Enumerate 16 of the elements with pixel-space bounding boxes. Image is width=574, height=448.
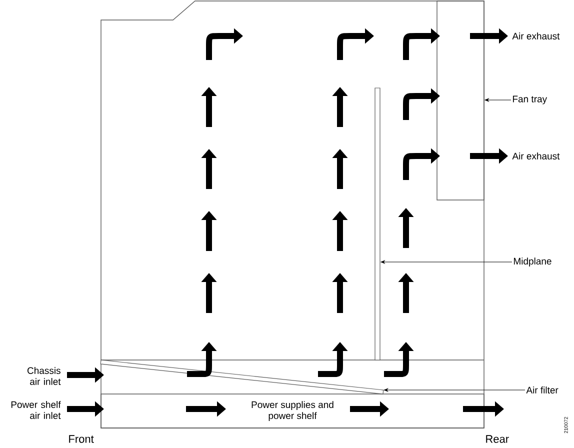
inlet-label: Power shelf air inlet [11, 401, 61, 419]
inlet-label: Chassis air inlet [28, 367, 61, 385]
side-label: Front [69, 435, 94, 443]
fan-tray-box [436, 0, 484, 200]
leader-text: Midplane [514, 258, 552, 266]
exhaust-label: Air exhaust [512, 152, 560, 160]
leader-line [380, 260, 512, 264]
midplane-bar [374, 88, 380, 360]
leader-text: Fan tray [512, 96, 548, 104]
air-filter-bar [100, 360, 384, 394]
power-shelf-box: Power supplies and power shelf [100, 394, 484, 428]
leader-line [484, 98, 512, 102]
side-label: Rear [486, 435, 509, 443]
leader-text: Air filter [526, 386, 558, 394]
leader-line [384, 388, 526, 392]
exhaust-label: Air exhaust [512, 32, 560, 40]
